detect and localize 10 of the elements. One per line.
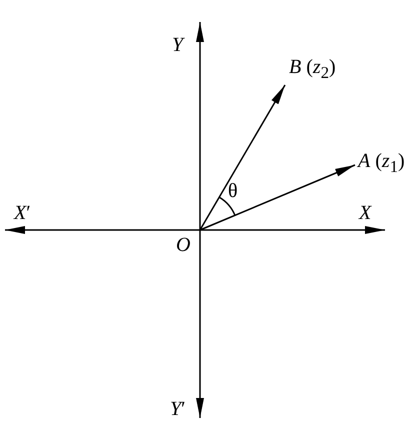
axis-label: X′	[14, 202, 31, 224]
vector-arrow	[200, 164, 356, 231]
point-label: A (z$_{1}$)	[358, 150, 405, 178]
origin-label: O	[176, 234, 190, 256]
axis-label: Y′	[170, 398, 186, 420]
vector-arrow	[199, 84, 286, 230]
axis-label: Y	[172, 34, 184, 56]
angle-label: θ	[228, 180, 238, 202]
axis-label: X	[359, 202, 372, 224]
point-label: B (z$_{2}$)	[289, 56, 336, 84]
